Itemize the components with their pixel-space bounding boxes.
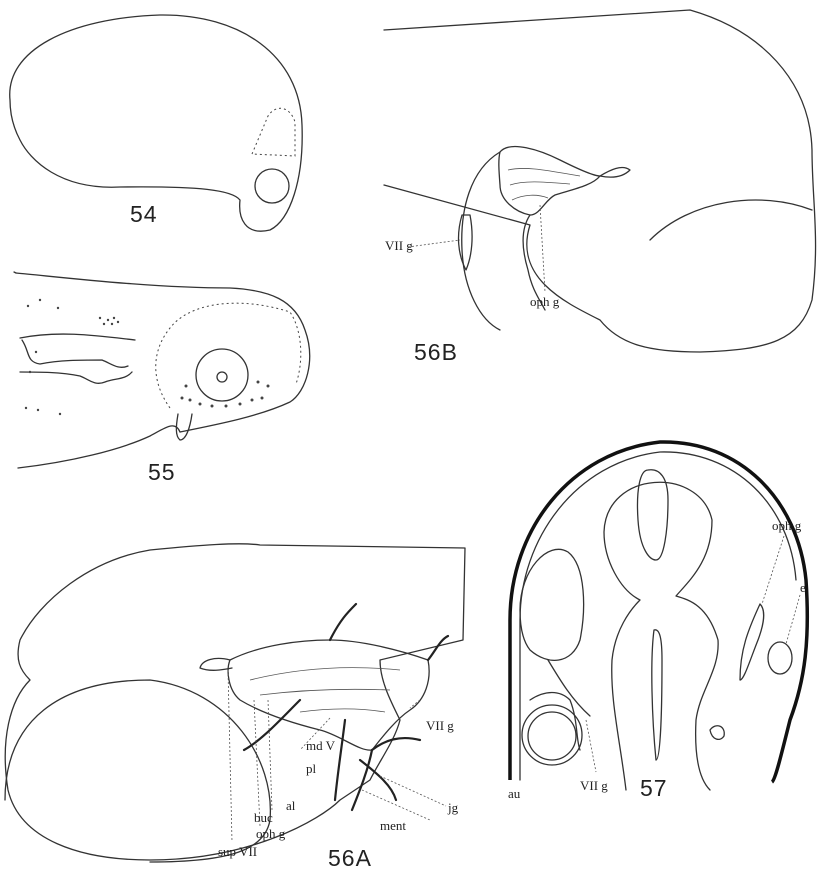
fig55-gills <box>20 334 135 383</box>
fig56a-label-al: al <box>286 798 296 813</box>
fig56a-nerve-b <box>335 720 345 800</box>
fig56b-vii-ganglion <box>459 215 473 270</box>
fig56a-label-pl: pl <box>306 761 317 776</box>
fig57-lead-oph <box>762 536 784 604</box>
fig56a-label-md-v: md V <box>306 738 336 753</box>
fig56a-label-vii-g: VII g <box>426 718 454 733</box>
fig57-medulla <box>652 630 662 760</box>
fig56a-nerve-top <box>330 604 356 640</box>
fig57-label-e: e <box>800 580 806 595</box>
fig56b-brain-inner <box>650 200 812 240</box>
fig56b-nerve-tip <box>600 168 630 178</box>
fig57-oph-process <box>740 604 764 680</box>
fig56a-ganglion <box>228 640 429 750</box>
fig56a-nerve-a <box>244 700 300 750</box>
fig57-neural-tube <box>604 482 718 790</box>
fig56b-label-oph-g: oph g <box>530 294 560 309</box>
fig56a-brain-outline <box>5 544 465 860</box>
fig57-label-vii-g: VII g <box>580 778 608 793</box>
fig56b-vii-nerve <box>462 152 500 330</box>
fig56a-lead-oph <box>254 700 260 826</box>
fig56a-nerve-e <box>372 738 420 750</box>
figure-55: 55 <box>14 272 310 485</box>
fig56a-label-jg: jg <box>447 800 459 815</box>
fig57-lead-e <box>786 595 800 644</box>
fig56a-ganglion-hatch <box>250 668 400 712</box>
fig57-small-body <box>710 726 724 740</box>
fig56a-label-buc: buc <box>254 810 273 825</box>
fig55-number: 55 <box>148 459 176 485</box>
fig54-eye <box>255 169 289 203</box>
fig55-eye-outer <box>196 349 248 401</box>
fig57-eye-e <box>768 642 792 674</box>
fig56a-label-sup-vii: sup VII <box>218 844 257 859</box>
fig57-left-lobe <box>520 549 584 660</box>
fig55-eye-inner <box>217 372 227 382</box>
fig54-head-outline <box>10 15 302 231</box>
figure-57: oph g e au VII g 57 <box>508 442 807 801</box>
fig55-pores <box>25 299 270 415</box>
fig56b-label-vii-g: VII g <box>385 238 413 253</box>
fig57-auditory-inner <box>528 712 576 760</box>
fig54-number: 54 <box>130 201 158 227</box>
figure-54: 54 <box>10 15 302 231</box>
fig56a-number: 56A <box>328 845 372 871</box>
fig56b-ganglion <box>499 147 600 215</box>
fig56a-label-oph-g: oph g <box>256 826 286 841</box>
fig56a-lead-jg <box>380 776 446 806</box>
fig54-dotted-region <box>252 108 295 156</box>
figure-56b: VII g oph g 56B <box>384 10 816 365</box>
fig56a-lead-sup <box>228 670 232 842</box>
fig57-number: 57 <box>640 775 668 801</box>
fig56a-lead-ment <box>362 790 430 820</box>
fig56b-number: 56B <box>414 339 458 365</box>
fig55-outline-top <box>16 273 310 432</box>
fig56b-oph-lead <box>540 205 545 292</box>
fig56b-brain-outline <box>384 10 816 352</box>
fig56b-vii-lead <box>408 240 460 247</box>
fig55-dotted-head <box>156 303 301 408</box>
figure-56a: md V VII g pl al jg ment buc oph g sup V… <box>5 544 465 871</box>
fig57-lead-vii <box>586 720 596 772</box>
fig57-left-channel <box>530 660 590 750</box>
fig57-outer-wall <box>510 442 807 782</box>
fig57-auditory-outer <box>522 705 582 765</box>
fig57-label-oph-g: oph g <box>772 518 802 533</box>
fig55-outline-top-left <box>14 272 16 273</box>
fig56a-nerve-left <box>200 658 232 670</box>
fig56b-ganglion-hatch <box>508 168 580 200</box>
fig55-stalk <box>176 414 192 440</box>
fig57-label-au: au <box>508 786 521 801</box>
fig56a-label-ment: ment <box>380 818 406 833</box>
